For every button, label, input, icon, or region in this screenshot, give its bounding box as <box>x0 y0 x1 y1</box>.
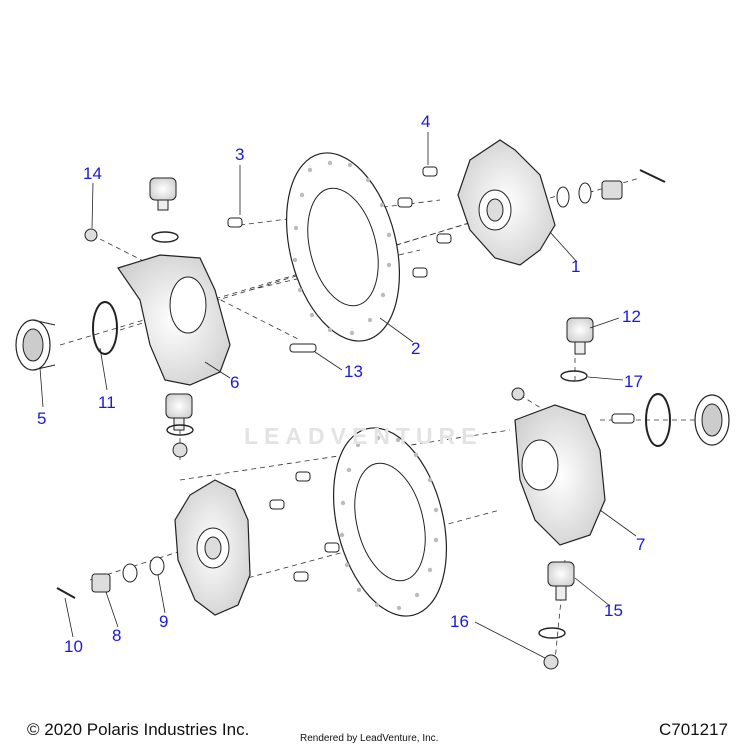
washer-upper-1 <box>556 186 570 208</box>
leader-lines <box>39 132 637 659</box>
washer-upper-2 <box>578 182 592 204</box>
watermark: LEADVENTURE <box>244 423 483 449</box>
rendered-by-text: Rendered by LeadVenture, Inc. <box>300 733 439 744</box>
brake-rotor-upper <box>285 152 401 342</box>
cotter-pin-upper <box>639 169 666 183</box>
wheel-hub-lower <box>174 479 251 616</box>
castle-nut-upper <box>601 180 623 200</box>
callout-8: 8 <box>112 626 122 645</box>
nut-lower-left <box>172 442 188 458</box>
callout-7: 7 <box>636 535 646 554</box>
ball-joint-upper-left <box>149 177 177 211</box>
callout-11: 11 <box>98 393 116 412</box>
callout-17: 17 <box>624 372 643 391</box>
brake-rotor-lower <box>332 427 448 617</box>
callout-14: 14 <box>83 164 102 183</box>
steering-knuckle-lower <box>514 404 606 546</box>
wheel-bearing-left <box>15 319 56 371</box>
retaining-ring-4 <box>538 627 566 639</box>
callout-13: 13 <box>344 362 363 381</box>
wheel-studs <box>227 166 635 582</box>
castle-nut-lower <box>91 573 111 593</box>
callout-15: 15 <box>604 601 623 620</box>
callout-10: 10 <box>64 637 83 656</box>
snap-ring-left <box>92 301 118 355</box>
callout-16: 16 <box>450 612 469 631</box>
part-code: C701217 <box>658 720 728 739</box>
snap-ring-right <box>645 393 671 447</box>
nut-14 <box>84 228 98 242</box>
ball-joint-lower-left <box>165 393 193 431</box>
wheel-bearing-right <box>694 394 730 446</box>
callout-5: 5 <box>37 409 47 428</box>
ball-joint-upper-right <box>566 317 594 355</box>
nut-lower <box>511 387 525 401</box>
retaining-ring-3 <box>166 424 194 436</box>
callout-9: 9 <box>159 612 169 631</box>
washer-lower-2 <box>149 556 165 576</box>
washer-lower-1 <box>122 563 138 583</box>
callout-4: 4 <box>421 112 431 131</box>
cotter-pin-lower <box>56 587 76 599</box>
ball-joint-lower-right <box>547 561 575 601</box>
callout-3: 3 <box>235 145 245 164</box>
steering-knuckle-upper <box>117 254 231 386</box>
callout-1: 1 <box>571 257 581 276</box>
wheel-hub-upper <box>457 139 556 266</box>
copyright-text: © 2020 Polaris Industries Inc. <box>27 720 250 739</box>
callout-6: 6 <box>230 373 240 392</box>
retaining-ring-1 <box>151 231 179 243</box>
retaining-ring-2 <box>560 370 588 382</box>
nut-16 <box>543 654 559 670</box>
callout-2: 2 <box>411 339 421 358</box>
callout-12: 12 <box>622 307 641 326</box>
